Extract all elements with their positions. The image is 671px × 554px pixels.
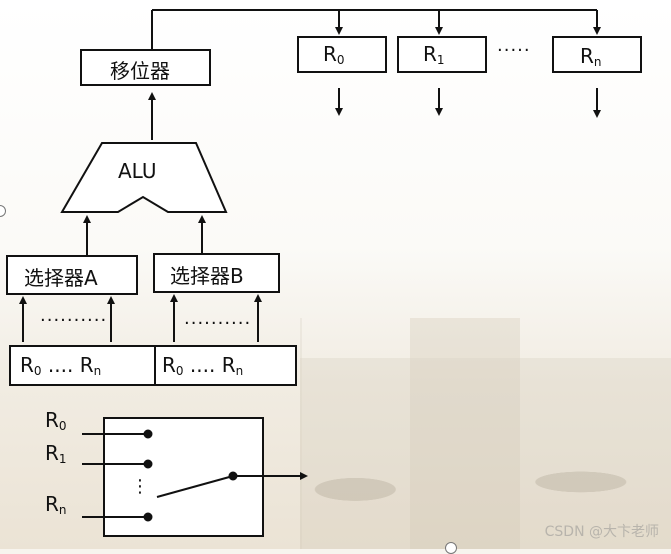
watermark: CSDN @大卞老师 [544, 524, 659, 540]
shifter-box [80, 49, 211, 86]
input-arrows [19, 294, 262, 342]
slide-edge-handle-bottom [445, 542, 457, 554]
alu-label: ALU [118, 159, 157, 183]
selector-a-input-dots: ·········· [40, 310, 108, 331]
register-label-rn: Rn [580, 44, 602, 69]
mux-input-label-r1: R1 [45, 441, 67, 466]
input-regs-b-label: R0 .... Rn [162, 353, 244, 378]
selector-a-box [6, 255, 138, 295]
register-box-rn [552, 36, 642, 73]
input-regs-a-label: R0 .... Rn [20, 353, 102, 378]
input-regs-b-box [154, 345, 297, 386]
background-building-image [300, 318, 671, 549]
mux-vertical-dots: ⋮ [131, 476, 149, 497]
selector-b-label: 选择器B [170, 264, 244, 288]
register-label-r1: R1 [423, 42, 445, 67]
register-box-r0 [297, 36, 387, 73]
register-box-r1 [397, 36, 487, 73]
input-regs-a-box [9, 345, 156, 386]
register-ellipsis: ····· [497, 40, 531, 61]
mux-input-label-rn: Rn [45, 492, 67, 517]
register-label-r0: R0 [323, 42, 345, 67]
mux-input-label-r0: R0 [45, 408, 67, 433]
shifter-label: 移位器 [110, 59, 170, 83]
selector-b-input-dots: ·········· [184, 313, 252, 334]
register-output-arrows [335, 88, 601, 118]
selector-a-label: 选择器A [24, 266, 98, 290]
alu-shape [60, 142, 228, 213]
background-trees-image [220, 400, 671, 549]
mux-wires [82, 429, 308, 522]
selector-b-box [153, 253, 280, 293]
output-bus [151, 9, 601, 50]
